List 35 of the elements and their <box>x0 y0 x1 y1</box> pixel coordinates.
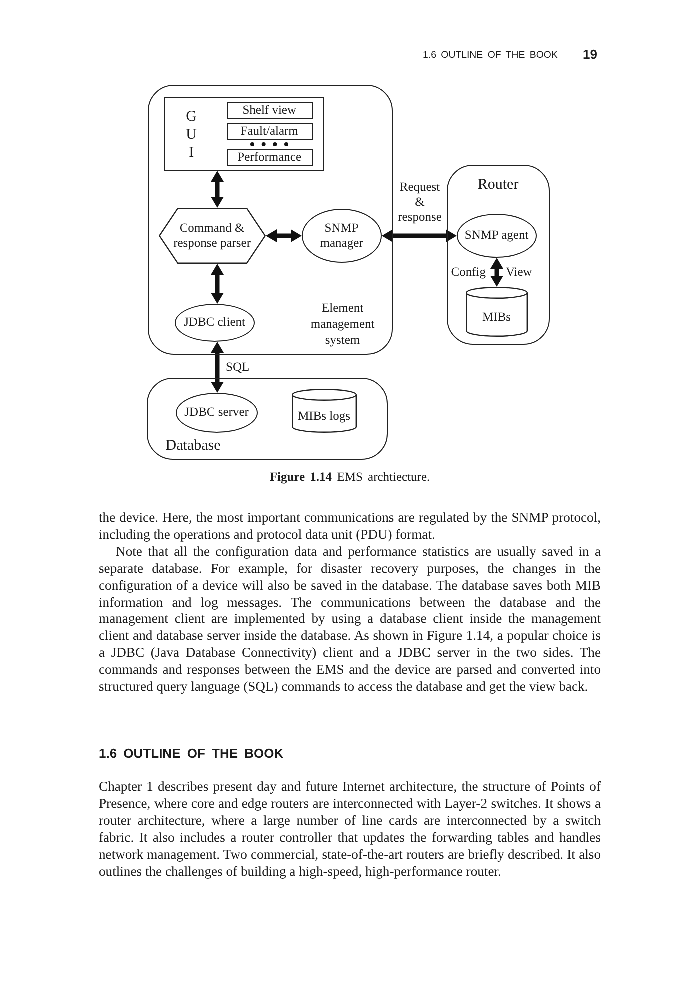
edge-label: SQL <box>226 360 251 375</box>
body-paragraph: Chapter 1 describes present day and future Internet architecture, the structure of Points of Presence, where core and edge routers are interconnected with Layer-2 switches. It shows a router architecture, where a large number of line cards are interconnected by a switch fabric. It also includes a router controller that updates the forwarding tables and handles network management. Two commercial, state-of-the-art routers are briefly described. It also outlines the challenges of building a high-speed, high-performance router. <box>99 778 601 880</box>
edge-label: Config <box>450 265 486 280</box>
rounded-container <box>148 85 393 355</box>
rounded-container <box>447 165 550 345</box>
group-label: Database <box>166 436 222 455</box>
double-headed-arrow <box>211 171 224 208</box>
double-headed-arrow <box>490 258 504 287</box>
double-headed-arrow <box>266 230 302 242</box>
annotation-text: View <box>506 265 532 280</box>
double-headed-arrow <box>211 342 224 393</box>
body-paragraph: the device. Here, the most important communications are regulated by the SNMP protocol, including the operations and protocol data unit (PDU) format. <box>99 510 601 544</box>
panel-box <box>164 96 324 171</box>
edge-label: Request & response <box>397 180 443 225</box>
ellipse-node: SNMP manager <box>302 208 382 263</box>
group-label: G U I <box>185 108 198 162</box>
double-headed-arrow <box>382 230 457 242</box>
running-header: 1.6 OUTLINE OF THE BOOK <box>423 50 558 62</box>
group-label: Router <box>476 176 520 194</box>
hexagon-node: Command & response parser <box>158 208 266 264</box>
body-paragraph: Note that all the configuration data and performance statistics are usually saved in a separate database. For example, for disaster recovery purposes, the changes in the configuration of a device will also be saved in the database. The database saves both MIB information and log messages. The communications between the database and the management client are implemented by using a database client inside the management client and database server inside the database. As shown in Figure 1.14, a popular choice is a JDBC (Java Database Connectivity) client and a JDBC server in the two sides. The commands and responses between the EMS and the device are parsed and converted into structured query language (SQL) commands to access the database and get the view back. <box>99 544 601 696</box>
menu-item-box: Shelf view <box>226 102 313 119</box>
rounded-container <box>147 378 388 460</box>
database-cylinder: MIBs <box>466 286 528 337</box>
page-number: 19 <box>583 48 598 62</box>
ellipse-node: JDBC server <box>176 392 258 433</box>
database-cylinder: MIBs logs <box>292 388 357 433</box>
menu-item-box: Performance <box>226 148 313 166</box>
ellipse-node: SNMP agent <box>456 214 537 258</box>
section-heading: 1.6 OUTLINE OF THE BOOK <box>99 746 285 762</box>
double-headed-arrow <box>211 264 224 304</box>
figure-caption: Figure 1.14 EMS archtiecture. <box>268 469 432 485</box>
ellipse-node: JDBC client <box>174 304 255 342</box>
group-label: Element management system <box>310 300 376 348</box>
menu-item-box: Fault/alarm <box>226 122 313 140</box>
